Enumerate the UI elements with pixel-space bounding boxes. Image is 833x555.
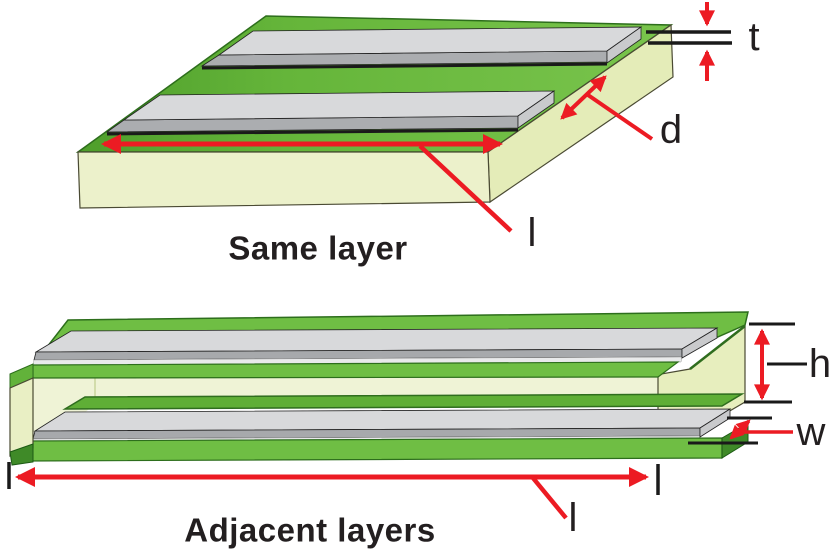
far-trace-top-face bbox=[217, 26, 643, 56]
upper-layer-front-face bbox=[32, 361, 680, 379]
adjacent-layers-caption: Adjacent layers bbox=[184, 512, 435, 549]
near-trace-end-face bbox=[517, 90, 555, 129]
upper-trace-end-face bbox=[681, 327, 718, 359]
lower-layer-right-end bbox=[721, 422, 749, 459]
lower-trace bbox=[31, 408, 732, 445]
length-leader-top bbox=[418, 144, 513, 233]
height-dimension: h bbox=[744, 322, 831, 404]
spacing-arrow bbox=[560, 75, 607, 120]
lower-trace-top-face bbox=[33, 408, 732, 432]
width-dimension: w bbox=[688, 410, 826, 454]
label-spacing: d bbox=[660, 108, 682, 152]
adjacent-layers-diagram: h w l Adjacent layers bbox=[7, 311, 831, 549]
length-dimension-bottom: l bbox=[7, 462, 660, 540]
far-trace-shadow-line bbox=[201, 62, 608, 70]
label-width: w bbox=[796, 410, 826, 454]
length-dimension-top: l bbox=[101, 134, 537, 255]
spacing-dimension: d bbox=[560, 75, 682, 152]
far-trace-end-face bbox=[606, 26, 642, 64]
same-layer-diagram: l d t Same layer bbox=[75, 2, 760, 267]
same-layer-caption: Same layer bbox=[228, 230, 407, 267]
label-length-bottom: l bbox=[569, 496, 578, 540]
lower-layer-left-end bbox=[9, 443, 34, 466]
lower-layer-front-face bbox=[27, 437, 723, 462]
near-trace-top-face bbox=[122, 90, 556, 121]
near-trace-shadow-line bbox=[106, 128, 519, 136]
length-leader-bottom bbox=[531, 476, 568, 520]
width-arrow bbox=[729, 419, 751, 440]
upper-layer-end-edge bbox=[689, 325, 746, 370]
upper-trace-top-face bbox=[34, 327, 719, 353]
spacing-leader bbox=[586, 93, 654, 141]
substrate-front-face bbox=[77, 151, 491, 209]
label-thickness: t bbox=[748, 15, 759, 59]
lower-layer-back-strip bbox=[62, 393, 745, 410]
near-trace bbox=[105, 90, 556, 136]
upper-trace bbox=[32, 327, 719, 366]
dielectric-left-face bbox=[9, 377, 34, 457]
thickness-dimension: t bbox=[646, 2, 760, 81]
label-height: h bbox=[809, 342, 831, 386]
far-trace bbox=[200, 26, 643, 70]
label-length-top: l bbox=[528, 211, 537, 255]
